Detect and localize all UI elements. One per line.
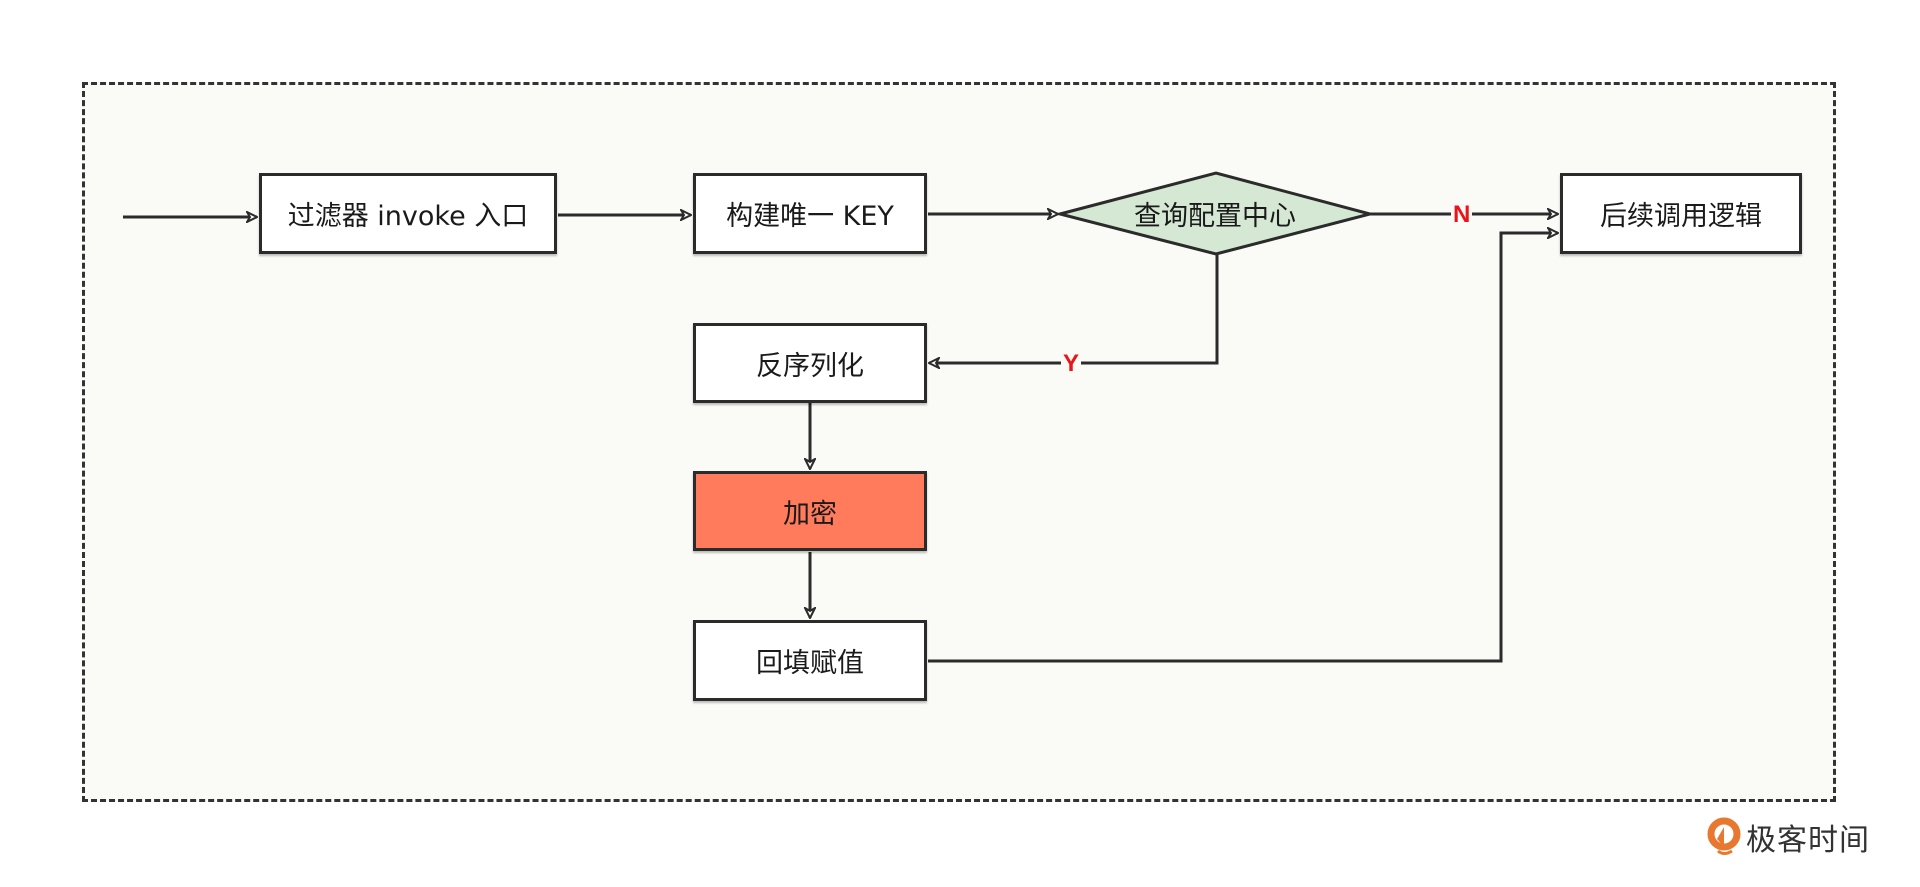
node-deserialize-label: 反序列化 bbox=[756, 350, 864, 382]
node-query-config: 查询配置中心 bbox=[1060, 173, 1370, 254]
node-backfill-label: 回填赋值 bbox=[756, 648, 864, 679]
watermark-text: 极客时间 bbox=[1746, 823, 1870, 858]
node-build-key: 构建唯一 KEY bbox=[693, 173, 927, 254]
node-backfill: 回填赋值 bbox=[693, 620, 927, 701]
geektime-logo-icon bbox=[1707, 817, 1741, 855]
node-filter-entry-label: 过滤器 invoke 入口 bbox=[287, 201, 529, 232]
edge-label-no: N bbox=[1451, 201, 1473, 228]
edge-backfill-to-subsequent bbox=[928, 233, 1558, 663]
edge-label-yes: Y bbox=[1061, 350, 1082, 377]
node-subsequent: 后续调用逻辑 bbox=[1560, 173, 1802, 254]
node-encrypt: 加密 bbox=[693, 471, 927, 551]
edge-query-to-deserialize-y bbox=[929, 254, 1219, 363]
node-subsequent-label: 后续调用逻辑 bbox=[1600, 201, 1762, 232]
node-encrypt-label: 加密 bbox=[783, 498, 837, 530]
node-filter-entry: 过滤器 invoke 入口 bbox=[259, 173, 557, 254]
watermark-logo: 极客时间 bbox=[1706, 816, 1870, 858]
node-query-config-label: 查询配置中心 bbox=[1134, 201, 1296, 232]
node-deserialize: 反序列化 bbox=[693, 323, 927, 403]
node-build-key-label: 构建唯一 KEY bbox=[726, 201, 894, 232]
